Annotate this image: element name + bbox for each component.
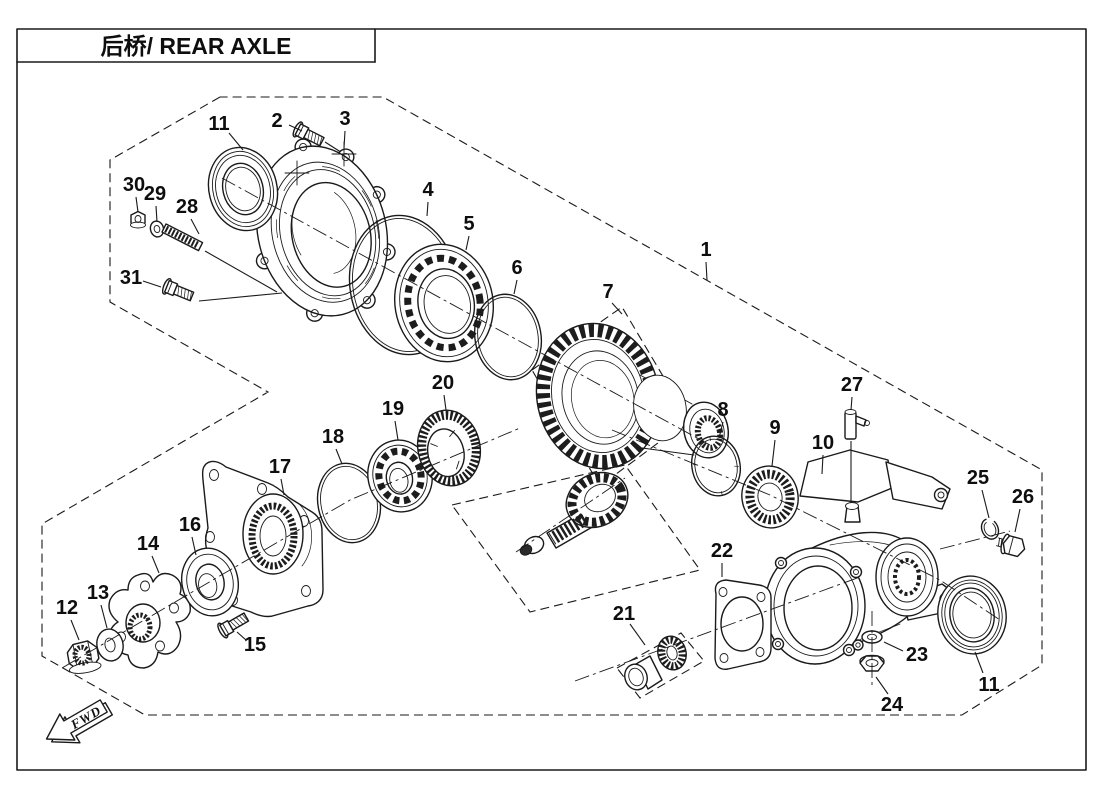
callout-21: 21 <box>613 603 646 646</box>
svg-text:17: 17 <box>269 456 291 478</box>
part-washer-13 <box>96 628 124 662</box>
callout-30: 30 <box>123 174 145 213</box>
svg-text:1: 1 <box>700 239 711 261</box>
callout-27: 27 <box>841 374 863 411</box>
callout-4: 4 <box>422 179 434 217</box>
callout-12: 12 <box>56 597 80 641</box>
svg-text:11: 11 <box>208 113 229 135</box>
svg-text:13: 13 <box>87 582 109 604</box>
part-breather-27 <box>844 409 870 503</box>
part-nut-30 <box>130 210 146 229</box>
callout-18: 18 <box>322 426 344 465</box>
callout-28: 28 <box>176 196 200 235</box>
svg-text:7: 7 <box>602 281 613 303</box>
svg-text:26: 26 <box>1012 486 1034 508</box>
callout-6: 6 <box>511 257 523 295</box>
callout-3: 3 <box>339 108 351 149</box>
callout-22: 22 <box>711 540 733 577</box>
part-bush-and-bearing-21 <box>624 635 687 691</box>
svg-text:11: 11 <box>978 674 999 696</box>
svg-text:9: 9 <box>769 417 780 439</box>
title-box: 后桥/ REAR AXLE <box>16 28 376 63</box>
callout-25: 25 <box>967 467 990 519</box>
pinion-group-box <box>451 464 701 613</box>
part-seal-16 <box>181 547 239 617</box>
part-oil-seal-left <box>207 146 279 232</box>
callout-11: 11 <box>974 651 1000 696</box>
part-stud-28 <box>161 223 204 252</box>
part-filler-plug-26 <box>996 533 1026 558</box>
svg-text:22: 22 <box>711 540 733 562</box>
part-ring-gear <box>535 322 729 470</box>
svg-text:16: 16 <box>179 514 201 536</box>
callout-26: 26 <box>1012 486 1034 533</box>
part-gear-housing <box>764 449 957 665</box>
callout-20: 20 <box>432 372 454 411</box>
callout-17: 17 <box>269 456 291 496</box>
svg-text:30: 30 <box>123 174 145 196</box>
callout-5: 5 <box>463 213 475 251</box>
callout-1: 1 <box>700 239 712 281</box>
svg-text:29: 29 <box>144 183 166 205</box>
svg-text:25: 25 <box>967 467 989 489</box>
page-title: 后桥/ REAR AXLE <box>101 33 292 59</box>
part-seal-washer-25 <box>980 518 1000 540</box>
part-ball-bearing-19 <box>367 439 433 513</box>
svg-text:6: 6 <box>511 257 522 279</box>
svg-text:24: 24 <box>881 694 904 716</box>
svg-text:20: 20 <box>432 372 454 394</box>
callout-8: 8 <box>717 399 729 439</box>
assembly-boundary-outline <box>41 96 1043 716</box>
svg-text:12: 12 <box>56 597 78 619</box>
callout-11: 11 <box>208 113 244 151</box>
part-ball-bearing-5 <box>393 243 495 363</box>
svg-text:15: 15 <box>244 634 266 656</box>
svg-text:31: 31 <box>120 267 142 289</box>
svg-text:23: 23 <box>906 644 928 666</box>
svg-text:2: 2 <box>271 110 282 132</box>
part-needle-bearing-9 <box>741 465 799 529</box>
part-gasket-22 <box>714 579 772 670</box>
callout-31: 31 <box>120 267 162 289</box>
page-border <box>16 28 1087 771</box>
part-lock-nut-20 <box>416 409 482 487</box>
callout-15: 15 <box>236 631 266 656</box>
part-hub-flange-14 <box>108 572 191 669</box>
svg-text:14: 14 <box>137 533 160 555</box>
callout-23: 23 <box>883 641 928 666</box>
center-lines <box>61 177 1011 688</box>
svg-text:18: 18 <box>322 426 344 448</box>
part-washer-29 <box>149 220 165 238</box>
svg-text:3: 3 <box>339 108 350 130</box>
callout-2: 2 <box>271 110 303 132</box>
part-shim-8 <box>691 435 741 497</box>
callout-10: 10 <box>812 432 834 475</box>
svg-text:4: 4 <box>422 179 434 201</box>
part-oil-seal-right <box>937 575 1007 655</box>
svg-text:5: 5 <box>463 213 474 235</box>
svg-text:19: 19 <box>382 398 404 420</box>
callout-24: 24 <box>875 676 904 716</box>
callout-13: 13 <box>87 582 109 629</box>
callout-14: 14 <box>137 533 160 574</box>
svg-text:8: 8 <box>717 399 728 421</box>
callout-29: 29 <box>144 183 166 223</box>
svg-text:28: 28 <box>176 196 198 218</box>
callout-7: 7 <box>602 281 623 315</box>
callout-16: 16 <box>179 514 201 556</box>
callout-19: 19 <box>382 398 404 441</box>
svg-text:27: 27 <box>841 374 863 396</box>
part-o-ring-6 <box>473 293 543 381</box>
svg-text:10: 10 <box>812 432 834 454</box>
svg-text:21: 21 <box>613 603 635 625</box>
callout-9: 9 <box>769 417 781 467</box>
part-castle-nut-12 <box>66 640 102 674</box>
